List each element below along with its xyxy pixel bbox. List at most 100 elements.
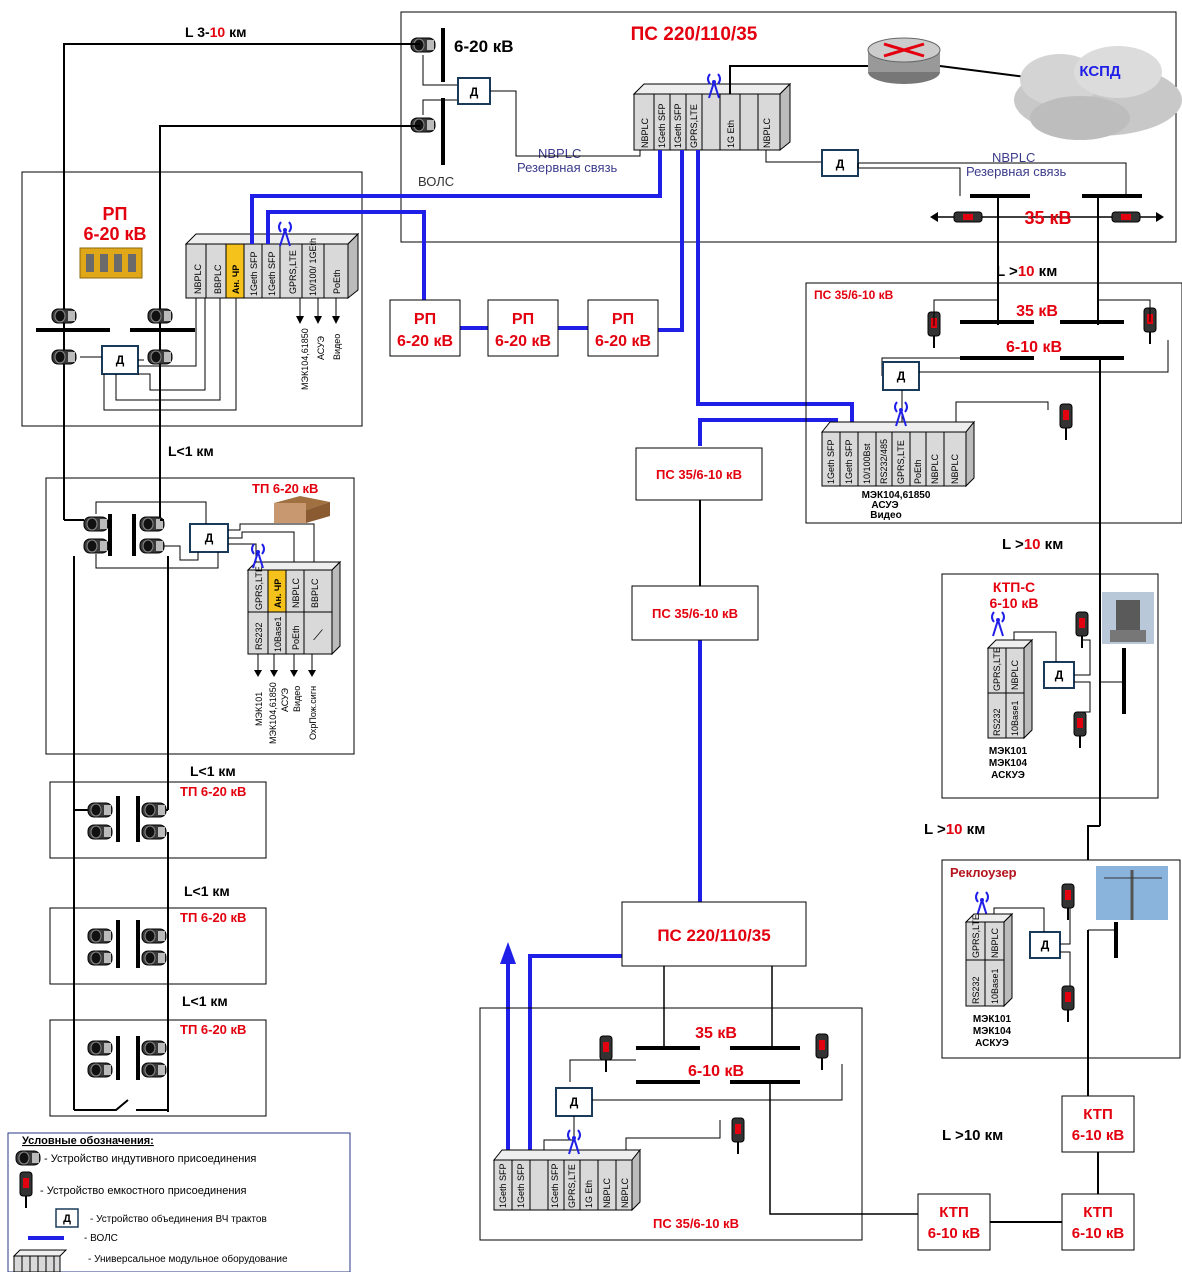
tp-out-4: Видео (292, 686, 302, 712)
distance-l3: L<1 км (184, 883, 230, 899)
tp-title: ТП 6-20 кВ (180, 1022, 246, 1037)
tp-title: ТП 6-20 кВ (180, 784, 246, 799)
recloser-out-2: МЭК104 (973, 1026, 1012, 1037)
ktp-s-rack: GPRS,LTE NBPLC RS232 10Base1 (988, 640, 1032, 738)
tp-out-5: ОхрПож.сигн (308, 686, 318, 740)
distance-right-4: L >10 км (942, 1127, 1003, 1144)
svg-text:РП: РП (612, 311, 634, 328)
svg-text:Д: Д (63, 1213, 71, 1225)
kspd-label: КСПД (1079, 63, 1121, 80)
tp-main-modular-rack: GPRS,LTE Ан. ЧР NBPLC BBPLC RS232 10Base… (248, 562, 340, 654)
tp-out-3: АСУЭ (280, 687, 290, 712)
legend-modular-icon (14, 1250, 66, 1272)
recloser-rack: GPRS,LTE NBPLC RS232 10Base1 (966, 914, 1012, 1006)
svg-text:1G Eth: 1G Eth (726, 120, 736, 148)
ktp-box: КТП 6-10 кВ (918, 1194, 990, 1250)
svg-text:PoEth: PoEth (332, 269, 342, 294)
ps-bottom-box: ПС 220/110/35 (622, 902, 806, 966)
svg-text:NBPLC: NBPLC (640, 117, 650, 148)
nbplc-label-1: NBPLC (538, 146, 581, 161)
legend-d-text: - Устройство объединения ВЧ трактов (90, 1213, 267, 1225)
svg-text:RS232: RS232 (992, 708, 1002, 736)
inductive-coupler-icon (140, 539, 164, 553)
inductive-coupler-icon (88, 825, 112, 839)
inductive-coupler-icon (142, 1041, 166, 1055)
svg-text:1Geth SFP: 1Geth SFP (267, 251, 277, 296)
main-modular-rack: NBPLC 1Geth SFP 1Geth SFP GPRS,LTE 1G Et… (634, 84, 790, 150)
svg-text:Ан. ЧР: Ан. ЧР (231, 265, 241, 294)
svg-text:ПС 220/110/35: ПС 220/110/35 (657, 926, 770, 945)
line-length-top: L 3-10 км (185, 24, 246, 40)
svg-text:RS232: RS232 (254, 622, 264, 650)
ktp-s-out-1: МЭК101 (989, 746, 1028, 757)
capacitive-coupler-icon (732, 1118, 744, 1154)
svg-text:Д: Д (116, 353, 125, 367)
svg-text:Д: Д (897, 369, 906, 383)
ktp-s-title-2: 6-10 кВ (989, 595, 1038, 611)
recloser-title: Реклоузер (950, 865, 1017, 880)
inductive-coupler-icon (142, 929, 166, 943)
svg-text:1Geth SFP: 1Geth SFP (673, 103, 683, 148)
capacitive-coupler-icon (20, 1172, 32, 1208)
svg-text:NBPLC: NBPLC (193, 263, 203, 294)
capacitive-coupler-icon (1112, 212, 1140, 222)
antenna-icon (992, 612, 1004, 636)
rp-title-2: 6-20 кВ (83, 224, 146, 244)
svg-text:6-20 кВ: 6-20 кВ (495, 333, 551, 350)
svg-text:Д: Д (1055, 668, 1064, 682)
tp-main-title: ТП 6-20 кВ (252, 481, 318, 496)
rp-title-1: РП (103, 204, 128, 224)
rp-output-asuz: АСУЭ (316, 335, 326, 360)
inductive-coupler-icon (142, 1063, 166, 1077)
tp-title: ТП 6-20 кВ (180, 910, 246, 925)
svg-text:RS232: RS232 (971, 976, 981, 1004)
svg-text:1Geth SFP: 1Geth SFP (249, 251, 259, 296)
ps-right-out-3: Видео (870, 510, 901, 521)
svg-text:GPRS,LTE: GPRS,LTE (971, 914, 981, 958)
capacitive-coupler-icon (1074, 712, 1086, 748)
svg-text:NBPLC: NBPLC (1010, 659, 1020, 690)
svg-text:КТП: КТП (1083, 1106, 1112, 1123)
capacitive-coupler-icon (600, 1036, 612, 1072)
svg-text:ПС 35/6-10 кВ: ПС 35/6-10 кВ (656, 467, 742, 482)
svg-text:NBPLC: NBPLC (950, 453, 960, 484)
distance-l4: L<1 км (182, 993, 228, 1009)
inductive-coupler-icon (88, 1063, 112, 1077)
svg-text:1Geth SFP: 1Geth SFP (550, 1163, 560, 1208)
svg-text:Д: Д (205, 531, 214, 545)
ps-bottom-modular-rack: 1Geth SFP 1Geth SFP 1Geth SFP GPRS,LTE 1… (494, 1150, 640, 1210)
svg-text:GPRS,LTE: GPRS,LTE (254, 566, 264, 610)
main-bus-620-label: 6-20 кВ (454, 37, 514, 56)
capacitive-coupler-icon (1062, 884, 1074, 920)
ktp-s-title-1: КТП-С (993, 579, 1035, 595)
rp-chain-item: РП 6-20 кВ (488, 300, 558, 356)
svg-text:РП: РП (414, 311, 436, 328)
svg-text:10Base1: 10Base1 (990, 968, 1000, 1004)
recloser-out-3: АСКУЭ (975, 1038, 1009, 1049)
inductive-coupler-icon (52, 350, 76, 364)
capacitive-coupler-icon (954, 212, 982, 222)
ktp-box: КТП 6-10 кВ (1062, 1096, 1134, 1152)
ps-right-title: ПС 35/6-10 кВ (814, 288, 894, 302)
inductive-coupler-icon (148, 350, 172, 364)
svg-text:RS232/485: RS232/485 (879, 439, 889, 484)
svg-text:GPRS,LTE: GPRS,LTE (567, 1164, 577, 1208)
ps-right-frame (806, 283, 1182, 523)
svg-text:Д: Д (836, 157, 845, 171)
volc-label: ВОЛС (418, 174, 454, 189)
svg-text:NBPLC: NBPLC (291, 577, 301, 608)
kspd-cloud-icon (1014, 46, 1182, 140)
svg-text:PoEth: PoEth (913, 459, 923, 484)
svg-text:GPRS,LTE: GPRS,LTE (896, 440, 906, 484)
svg-text:NBPLC: NBPLC (620, 1177, 630, 1208)
legend-title: Условные обозначения: (22, 1135, 154, 1147)
capacitive-coupler-icon (816, 1034, 828, 1070)
legend-modular-text: - Универсальное модульное оборудование (88, 1253, 288, 1265)
svg-text:6-20 кВ: 6-20 кВ (595, 333, 651, 350)
svg-text:6-20 кВ: 6-20 кВ (397, 333, 453, 350)
svg-text:1Geth SFP: 1Geth SFP (657, 103, 667, 148)
svg-text:6-10 кВ: 6-10 кВ (928, 1225, 981, 1242)
capacitive-coupler-icon (1060, 404, 1072, 440)
inductive-coupler-icon (142, 825, 166, 839)
